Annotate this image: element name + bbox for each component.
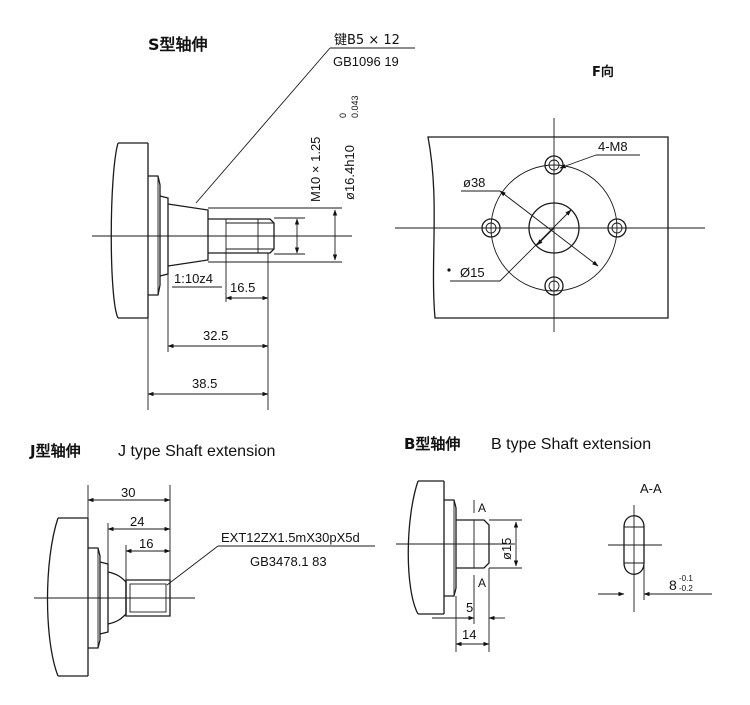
f-bore-leader-in [536, 227, 555, 246]
s-key-leader [195, 47, 331, 204]
section-a-a: A-A 8 -0.1 -0.2 [598, 481, 712, 612]
j-dim-16: 16 [139, 536, 153, 551]
f-dot-mark [447, 268, 451, 272]
s-taper [167, 203, 209, 267]
f-hole-right [607, 218, 627, 238]
f-flange-plate [427, 136, 669, 319]
b-section-mark-bottom: A [478, 576, 486, 590]
section-flat-tol-upper: -0.1 [679, 574, 693, 583]
b-boss [444, 499, 457, 597]
s-dim-32-5: 32.5 [203, 328, 228, 343]
f-view-title: F向 [592, 64, 614, 80]
f-hole-leader [559, 154, 597, 169]
f-pcd-dim-line [499, 190, 599, 267]
b-type-shaft-view: B型轴伸 B type Shaft extension A A ø15 5 14 [396, 435, 651, 652]
f-hole-left-inner [485, 222, 497, 234]
section-flat-tol-lower: -0.2 [679, 584, 693, 593]
j-motor-flange-edge [46, 517, 59, 677]
j-spline-leader [166, 545, 219, 586]
f-hole-label: 4-M8 [598, 139, 628, 154]
s-motor-flange-edge [110, 142, 119, 319]
s-dim-16-5: 16.5 [230, 280, 255, 295]
f-bore-leader [499, 209, 572, 282]
s-boss [148, 175, 161, 296]
j-type-shaft-view: J型轴伸 J type Shaft extension 30 24 16 EXT… [29, 442, 375, 677]
f-hole-right-inner [611, 222, 623, 234]
b-type-title-cn: B型轴伸 [404, 435, 460, 453]
b-type-title-en: B type Shaft extension [491, 436, 651, 453]
f-hole-bottom-inner [548, 280, 560, 292]
f-bore-label: Ø15 [460, 265, 485, 280]
s-diameter-base: ø16.4h10 [342, 145, 357, 200]
b-dim-14: 14 [462, 627, 476, 642]
s-dim-38-5: 38.5 [192, 376, 217, 391]
s-key-label: 键B5 × 12 [334, 33, 400, 48]
j-type-title-en: J type Shaft extension [118, 443, 275, 460]
j-type-title-cn: J型轴伸 [29, 442, 81, 460]
s-diameter-tol-lower: 0.043 [350, 95, 360, 118]
section-flat-base: 8 [669, 577, 677, 593]
b-diameter: ø15 [499, 538, 514, 560]
section-a-a-title: A-A [640, 481, 662, 496]
b-dim-5: 5 [466, 600, 473, 615]
f-pcd-label: ø38 [463, 175, 485, 190]
b-section-mark-top: A [478, 501, 486, 515]
s-diameter-text: ø16.4h10 [342, 145, 357, 200]
b-motor-flange-edge [407, 480, 419, 615]
f-hole-bottom [544, 276, 564, 296]
j-spline-label: EXT12ZX1.5mX30pX5d [221, 530, 360, 545]
j-dim-24: 24 [130, 514, 144, 529]
j-spline [125, 579, 171, 617]
s-diameter-tol-upper: 0 [338, 113, 348, 118]
s-taper-label: 1:10z4 [174, 271, 213, 286]
f-hole-top-inner [548, 159, 560, 171]
s-key-standard: GB1096 19 [333, 54, 399, 69]
s-thread-label: M10 × 1.25 [308, 137, 323, 202]
s-type-shaft-view: S型轴伸 键B5 × 12 GB1096 19 M10 × 1.25 [92, 33, 415, 410]
s-type-title: S型轴伸 [148, 35, 208, 54]
f-view: F向 4-M8 ø38 Ø15 [395, 64, 705, 332]
j-dim-30: 30 [121, 485, 135, 500]
j-spline-standard: GB3478.1 83 [250, 554, 327, 569]
